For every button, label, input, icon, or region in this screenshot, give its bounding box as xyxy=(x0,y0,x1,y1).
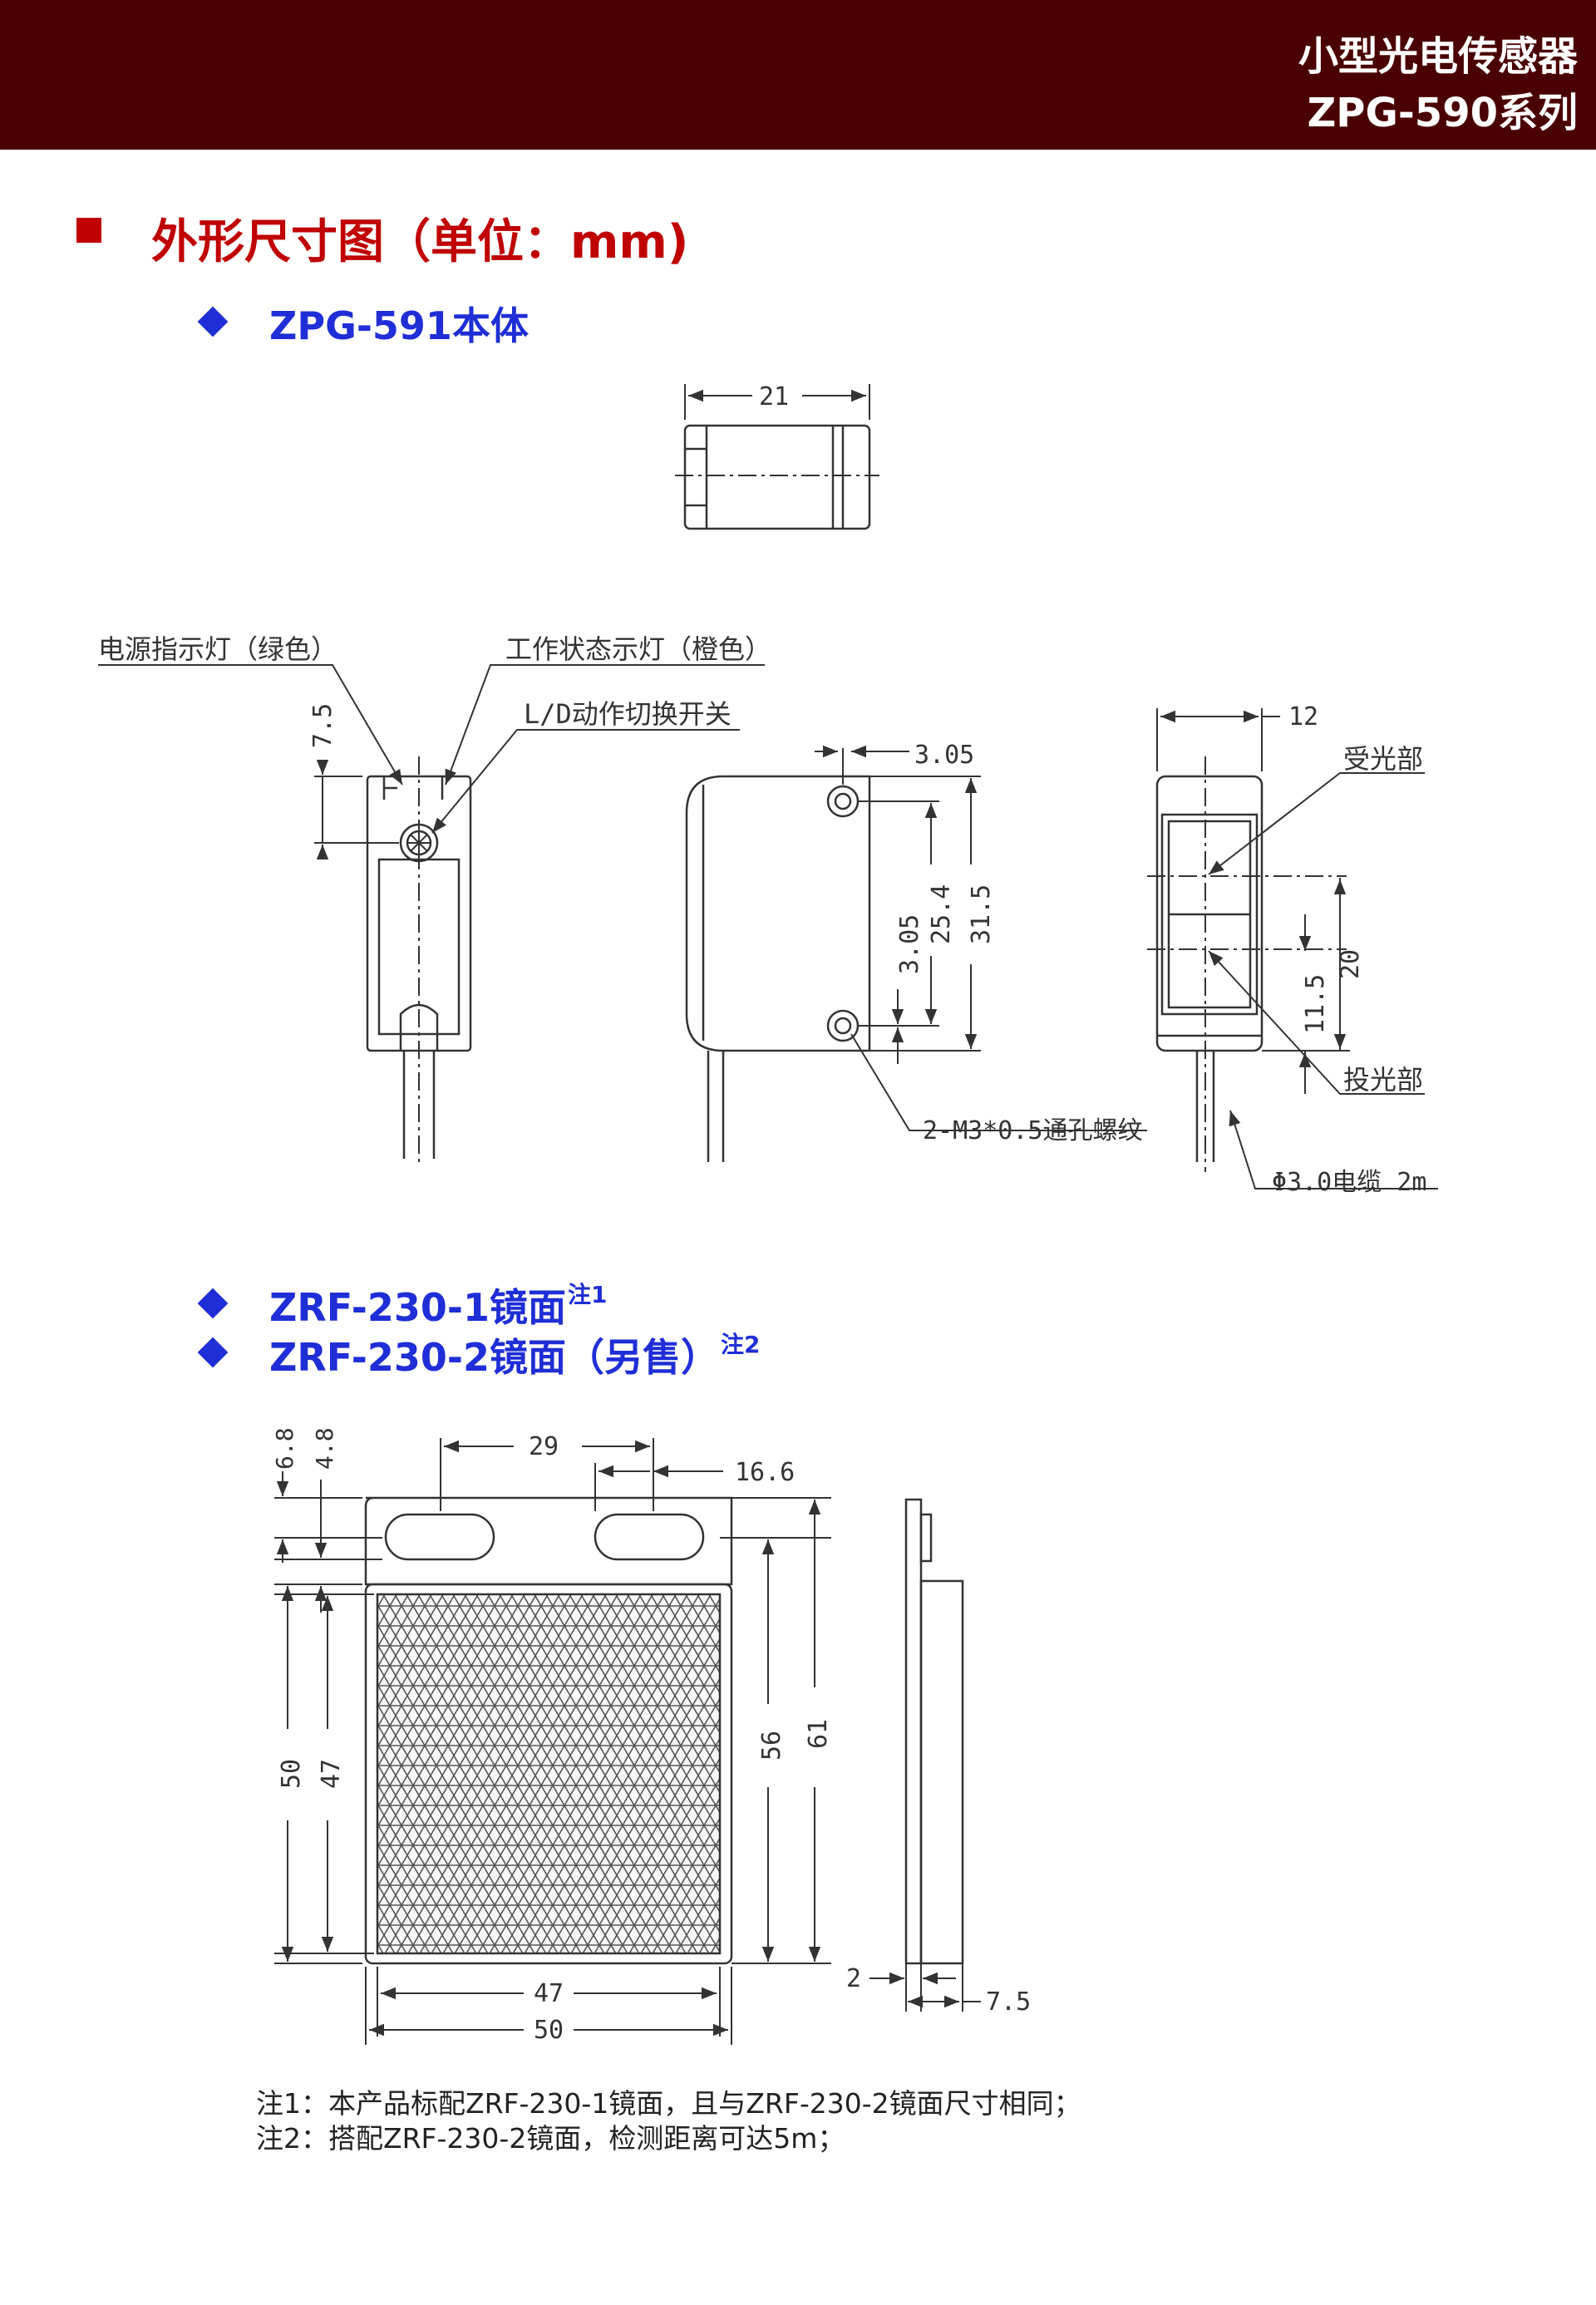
dim-6-8: 6.8 xyxy=(271,1427,298,1470)
label-power-led: 电源指示灯（绿色） xyxy=(98,633,337,665)
dim-31-5: 31.5 xyxy=(967,884,996,944)
dim-61: 61 xyxy=(804,1719,833,1749)
dim-2: 2 xyxy=(846,1964,861,1993)
header-title: 小型光电传感器 xyxy=(1298,33,1578,80)
dim-50-horizontal: 50 xyxy=(534,2016,564,2045)
dim-25-4: 25.4 xyxy=(927,884,956,944)
dim-20: 20 xyxy=(1336,949,1365,979)
dim-7-5-side: 7.5 xyxy=(986,1987,1031,2017)
header-series: ZPG-590系列 xyxy=(1307,90,1578,136)
dim-50-vertical: 50 xyxy=(277,1759,306,1789)
side-view xyxy=(685,745,1147,1162)
subheading-zrf230-1-text: ZRF-230-1镜面 xyxy=(269,1285,566,1330)
label-ld-switch: L/D动作切换开关 xyxy=(524,698,732,730)
dim-47-horizontal: 47 xyxy=(534,1979,564,2008)
label-cable: Φ3.0电缆 2m xyxy=(1272,1168,1426,1197)
dim-3-05: 3.05 xyxy=(895,914,924,974)
dim-7-5: 7.5 xyxy=(308,703,337,748)
dim-11-5: 11.5 xyxy=(1301,974,1330,1034)
dim-top-width: 21 xyxy=(759,382,789,411)
top-view xyxy=(675,384,879,530)
dim-56: 56 xyxy=(757,1731,786,1761)
dim-29: 29 xyxy=(529,1432,559,1461)
subheading-zrf230-2: ZRF-230-2镜面（另售）注2 xyxy=(269,1327,760,1382)
front-view xyxy=(98,664,765,1164)
dim-47-vertical: 47 xyxy=(317,1759,346,1789)
label-emitter: 投光部 xyxy=(1343,1064,1423,1096)
header-band: 小型光电传感器 ZPG-590系列 xyxy=(0,0,1596,150)
lens-view xyxy=(1147,708,1438,1189)
section-title: 外形尺寸图（单位：mm) xyxy=(151,215,689,269)
note-ref-2: 注2 xyxy=(721,1331,761,1358)
label-thread: 2-M3*0.5通孔螺纹 xyxy=(923,1116,1143,1145)
subheading-zrf230-1: ZRF-230-1镜面注1 xyxy=(269,1277,607,1332)
dim-3-05-top: 3.05 xyxy=(914,741,974,770)
mirror-side-view xyxy=(869,1498,981,2012)
dim-4-8: 4.8 xyxy=(311,1427,338,1470)
note-ref-1: 注1 xyxy=(568,1281,608,1308)
dim-16-6: 16.6 xyxy=(735,1458,795,1487)
label-status-led: 工作状态示灯（橙色） xyxy=(505,633,771,665)
section-bullet-icon xyxy=(76,218,101,243)
note-2: 注2：搭配ZRF-230-2镜面，检测距离可达5m； xyxy=(256,2122,845,2155)
subheading-zpg591: ZPG-591本体 xyxy=(269,303,529,348)
dim-12: 12 xyxy=(1288,702,1318,731)
mirror-front-view xyxy=(274,1438,831,2045)
label-receiver: 受光部 xyxy=(1343,743,1423,775)
note-1: 注1：本产品标配ZRF-230-1镜面，且与ZRF-230-2镜面尺寸相同； xyxy=(256,2087,1081,2120)
subheading-zrf230-2-text: ZRF-230-2镜面（另售） xyxy=(269,1335,719,1380)
